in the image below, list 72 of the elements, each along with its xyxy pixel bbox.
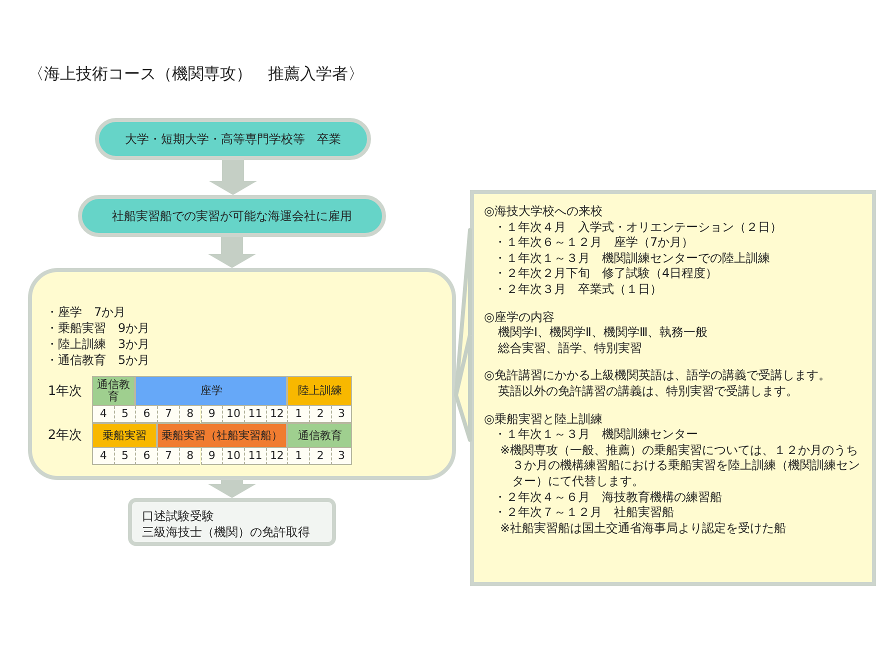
month-number: 5 — [114, 406, 136, 423]
callout-line: ・２年次２月下旬 修了試験（4日程度） — [493, 266, 719, 282]
callout-line: ◎免許講習にかかる上級機関英語は、語学の講義で受講します。 — [484, 368, 832, 384]
year-label: 2年次 — [46, 428, 84, 444]
month-number: 7 — [157, 448, 179, 465]
month-number: 4 — [92, 448, 114, 465]
callout-line: 英語以外の免許講習の講義は、特別実習で受講します。 — [497, 384, 799, 400]
month-number: 6 — [135, 406, 158, 423]
month-number: 2 — [309, 448, 331, 465]
schedule-bar — [287, 376, 352, 406]
month-number: 11 — [244, 448, 266, 465]
flow-arrow — [208, 237, 256, 268]
month-number: 12 — [266, 448, 288, 465]
duration-item: ・座学 7か月 — [46, 304, 127, 320]
bar-label: 通信教育 — [96, 379, 132, 403]
month-number: 1 — [287, 448, 309, 465]
schedule-bar — [157, 423, 288, 448]
result-text: 口述試験受験 — [142, 508, 215, 524]
schedule-bar — [287, 423, 352, 448]
year-label: 1年次 — [46, 384, 84, 400]
schedule-bar — [92, 423, 158, 448]
month-number: 10 — [222, 448, 244, 465]
callout-line: 総合実習、語学、特別実習 — [497, 340, 643, 356]
month-number: 5 — [114, 448, 136, 465]
callout-line: ◎座学の内容 — [484, 310, 556, 326]
month-number: 1 — [287, 406, 309, 423]
duration-item: ・陸上訓練 3か月 — [46, 336, 151, 352]
bar-label: 陸上訓練 — [298, 385, 342, 397]
callout-line: 機関学Ⅰ、機関学Ⅱ、機関学Ⅲ、執務一般 — [497, 325, 709, 341]
callout-box — [470, 190, 876, 586]
duration-item: ・通信教育 5か月 — [46, 352, 151, 368]
bar-label: 座学 — [200, 385, 222, 397]
flow-arrow — [209, 160, 257, 195]
duration-item: ・乗船実習 9か月 — [46, 320, 151, 336]
callout-line: ・２年次４～６月 海技教育機構の練習船 — [493, 490, 723, 506]
step-text: 大学・短期大学・高等専門学校等 卒業 — [125, 130, 341, 148]
month-number: 6 — [135, 448, 158, 465]
callout-tail — [454, 228, 472, 442]
month-number: 9 — [200, 406, 222, 423]
bar-label: 乗船実習 — [102, 430, 147, 442]
result-box — [128, 498, 336, 546]
callout-line: ・１年次４月 入学式・オリエンテーション（２日） — [493, 220, 783, 236]
result-text: 三級海技士（機関）の免許取得 — [142, 524, 311, 540]
callout-line: ・２年次７～１２月 社船実習船 — [493, 505, 675, 521]
step-box — [95, 118, 371, 160]
bar-label: 乗船実習（社船実習船） — [162, 430, 283, 442]
month-number: 12 — [266, 406, 288, 423]
callout-line: ◎海技大学校への来校 — [484, 204, 604, 220]
schedule-bar — [135, 376, 288, 406]
month-number: 10 — [222, 406, 244, 423]
month-number: 7 — [157, 406, 179, 423]
callout-line: ・１年次１～３月 機関訓練センター — [493, 427, 699, 443]
month-number: 8 — [178, 406, 200, 423]
month-number: 9 — [200, 448, 222, 465]
step-box — [78, 195, 386, 237]
step-text: 社船実習船での実習が可能な海運会社に雇用 — [112, 208, 352, 224]
bar-label: 通信教育 — [298, 430, 342, 442]
month-number: 8 — [178, 448, 200, 465]
callout-line: ・１年次６～１２月 座学（7か月） — [493, 235, 695, 251]
callout-line: ・１年次１～３月 機関訓練センターでの陸上訓練 — [493, 250, 771, 266]
month-number: 3 — [330, 406, 352, 423]
month-number: 3 — [330, 448, 352, 465]
curriculum-panel — [28, 268, 456, 480]
month-number: 4 — [92, 406, 114, 423]
month-number: 2 — [309, 406, 331, 423]
month-number: 11 — [244, 406, 266, 423]
callout-line: ◎乗船実習と陸上訓練 — [484, 412, 604, 428]
diagram-title: 〈海上技術コース（機関専攻） 推薦入学者〉 — [28, 64, 364, 85]
callout-line: ※社船実習船は国土交通省海事局より認定を受けた船 — [499, 520, 788, 536]
callout-line: ※機関専攻（一般、推薦）の乗船実習については、１２か月のうち３か月の機構練習船における乗船実習を陸上訓練（機関訓練センター）にて代替します。 — [499, 442, 861, 490]
flow-arrow — [208, 480, 256, 498]
callout-line: ・２年次３月 卒業式（１日） — [493, 282, 663, 298]
